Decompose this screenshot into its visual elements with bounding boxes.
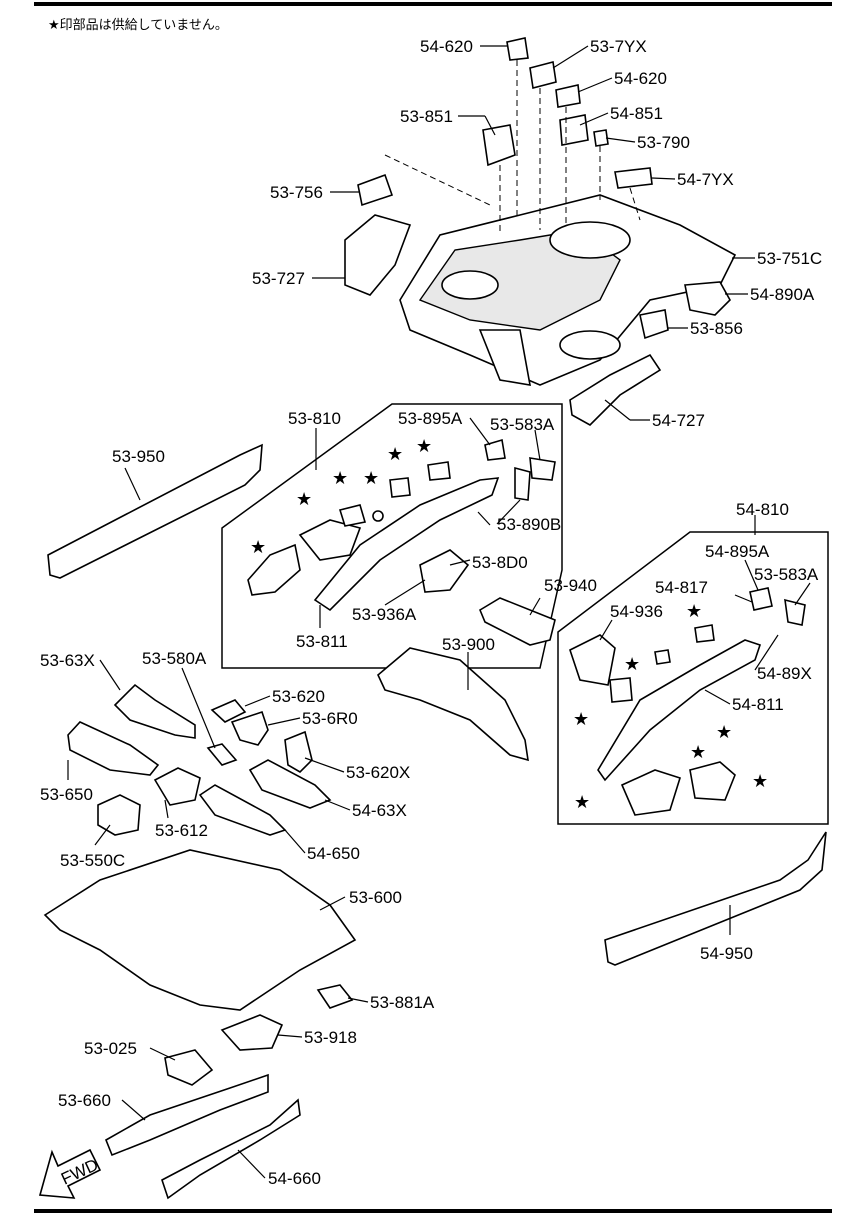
star-icon: ★ (573, 709, 589, 729)
fwd-arrow: FWD (38, 1148, 101, 1199)
label-53-583a: 53-583A (490, 415, 555, 434)
star-icon: ★ (574, 792, 590, 812)
label-54-583a: 53-583A (754, 565, 819, 584)
label-53-650: 53-650 (40, 785, 93, 804)
label-53-6r0: 53-6R0 (302, 709, 358, 728)
label-53-600: 53-600 (349, 888, 402, 907)
part-53-600 (43, 849, 357, 1011)
label-53-7yx: 53-7YX (590, 37, 647, 56)
part-54-950 (604, 831, 827, 966)
label-54-895a: 54-895A (705, 542, 770, 561)
label-54-620-a: 54-620 (420, 37, 473, 56)
label-53-851: 53-851 (400, 107, 453, 126)
label-54-811: 54-811 (732, 695, 784, 714)
right-rear-frame-parts (569, 587, 806, 816)
label-53-940: 53-940 (544, 576, 597, 595)
star-icon: ★ (716, 722, 732, 742)
label-53-620: 53-620 (272, 687, 325, 706)
label-53-580a: 53-580A (142, 649, 207, 668)
label-53-025: 53-025 (84, 1039, 137, 1058)
label-54-89x: 54-89X (757, 664, 812, 683)
label-53-900: 53-900 (442, 635, 495, 654)
label-53-950: 53-950 (112, 447, 165, 466)
label-53-8d0: 53-8D0 (472, 553, 528, 572)
left-rear-frame-parts (247, 438, 556, 612)
small-front-parts (104, 984, 354, 1200)
label-53-550c: 53-550C (60, 851, 125, 870)
label-53-895a: 53-895A (398, 409, 463, 428)
label-53-936a: 53-936A (352, 605, 417, 624)
front-frame-parts (67, 683, 332, 836)
label-54-817: 54-817 (655, 578, 708, 597)
label-54-63x: 54-63X (352, 801, 407, 820)
note-text: 印部品は供給していません。 (59, 18, 228, 33)
label-53-727: 53-727 (252, 269, 305, 288)
label-54-7yx: 54-7YX (677, 170, 734, 189)
label-53-881a: 53-881A (370, 993, 435, 1012)
label-53-856: 53-856 (690, 319, 743, 338)
part-labels: 54-620 53-7YX 54-620 53-851 54-851 53-79… (40, 37, 822, 1188)
star-icon: ★ (48, 18, 60, 33)
label-54-620-b: 54-620 (614, 69, 667, 88)
label-53-810: 53-810 (288, 409, 341, 428)
star-icon: ★ (752, 771, 768, 791)
part-53-950 (47, 443, 263, 579)
group-box-54-810 (557, 531, 829, 825)
label-54-950: 54-950 (700, 944, 753, 963)
part-53-940 (478, 597, 556, 646)
alignment-guides (384, 60, 641, 235)
label-54-890a: 54-890A (750, 285, 815, 304)
label-53-756: 53-756 (270, 183, 323, 202)
star-icon: ★ (296, 489, 312, 509)
star-icon: ★ (387, 444, 403, 464)
star-icon: ★ (416, 436, 432, 456)
group-box-53-810 (221, 403, 563, 669)
label-53-790: 53-790 (637, 133, 690, 152)
star-icon: ★ (686, 601, 702, 621)
label-54-810: 54-810 (736, 500, 789, 519)
label-53-751c: 53-751C (757, 249, 822, 268)
star-icon: ★ (363, 468, 379, 488)
label-53-620x: 53-620X (346, 763, 410, 782)
label-54-650: 54-650 (307, 844, 360, 863)
rear-floor-assembly (344, 37, 737, 426)
star-icon: ★ (690, 742, 706, 762)
label-54-936: 54-936 (610, 602, 663, 621)
label-53-612: 53-612 (155, 821, 208, 840)
leader-lines (67, 45, 811, 1179)
part-53-900 (377, 647, 529, 762)
star-icon: ★ (332, 468, 348, 488)
label-53-63x: 53-63X (40, 651, 95, 670)
label-53-811: 53-811 (296, 632, 348, 651)
star-markers: ★ ★ ★ ★ ★ ★ ★ ★ ★ ★ ★ ★ ★ (250, 436, 768, 812)
label-54-727: 54-727 (652, 411, 705, 430)
star-icon: ★ (250, 537, 266, 557)
label-54-660: 54-660 (268, 1169, 321, 1188)
label-53-890b: 53-890B (497, 515, 561, 534)
label-53-918: 53-918 (304, 1028, 357, 1047)
star-icon: ★ (624, 654, 640, 674)
label-53-660: 53-660 (58, 1091, 111, 1110)
label-54-851: 54-851 (610, 104, 663, 123)
unsupplied-parts-note: ★印部品は供給していません。 (48, 14, 228, 33)
